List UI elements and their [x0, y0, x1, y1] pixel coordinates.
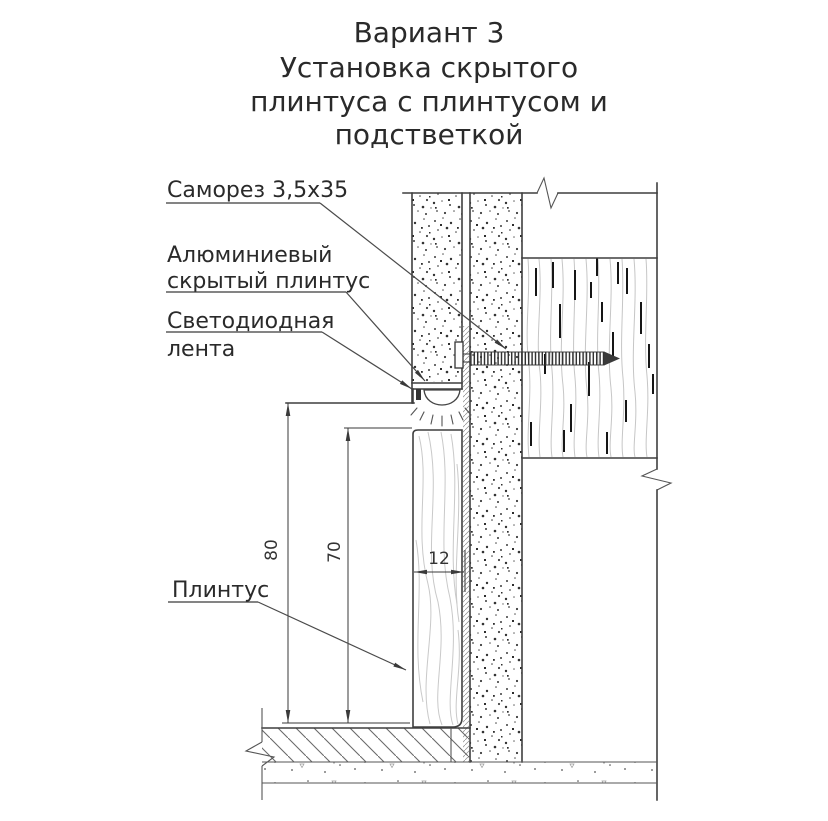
dimension-12: 12 — [414, 549, 464, 575]
callout-plinth: Плинтус — [172, 578, 269, 603]
right-boundary-line — [640, 182, 673, 801]
led-light-rays — [410, 407, 472, 427]
dim-12-text: 12 — [428, 549, 450, 569]
finish-layer-section — [412, 193, 462, 382]
wall-structure — [402, 176, 673, 801]
left-floor-edge — [244, 708, 276, 800]
title-block: Вариант 3 Установка скрытого плинтуса с … — [250, 16, 608, 151]
callout-screw: Саморез 3,5x35 — [167, 178, 348, 203]
callouts: Саморез 3,5x35 Алюминиевый скрытый плинт… — [166, 178, 507, 671]
floor-finish-section — [262, 728, 470, 762]
callout-led-line2: лента — [167, 337, 235, 362]
plinth-board — [412, 429, 463, 728]
top-boundary-line — [402, 176, 658, 210]
leader-plinth — [257, 601, 407, 671]
dim-70-text: 70 — [325, 541, 345, 563]
screw-shaft — [470, 351, 605, 366]
title-line-2: Установка скрытого — [280, 51, 578, 84]
wall-section — [470, 193, 522, 762]
aluminum-plate-section — [463, 326, 469, 762]
title-line-4: подстветкой — [335, 118, 524, 151]
callout-led-line1: Светодиодная — [167, 309, 334, 334]
break-symbol-top — [536, 176, 559, 210]
leader-aluminum — [345, 291, 426, 382]
screw-neck — [463, 353, 471, 363]
wood-frame-section — [521, 257, 658, 459]
dimensions: 80 70 12 — [262, 403, 466, 724]
profile-hook — [416, 389, 421, 400]
break-symbol-right — [640, 468, 673, 491]
floor-assembly — [244, 708, 657, 800]
break-symbol-left — [244, 741, 276, 767]
callout-aluminum-line1: Алюминиевый — [167, 243, 332, 268]
screw-tip — [604, 351, 620, 366]
leader-led — [321, 331, 413, 390]
dim-80-text: 80 — [262, 539, 282, 561]
plinth-board-outline — [412, 429, 463, 728]
title-line-3: плинтуса с плинтусом и — [250, 85, 608, 118]
screw-head — [454, 341, 464, 369]
screed-section — [262, 762, 657, 783]
hidden-plinth-profile — [285, 388, 472, 427]
callout-aluminum-line2: скрытый плинтус — [167, 269, 370, 294]
leader-screw — [319, 202, 507, 350]
dimension-80: 80 — [262, 403, 291, 723]
screw-drawing — [454, 341, 620, 369]
led-dome — [423, 389, 461, 406]
dimension-70: 70 — [325, 428, 351, 723]
title-line-1: Вариант 3 — [354, 16, 505, 49]
